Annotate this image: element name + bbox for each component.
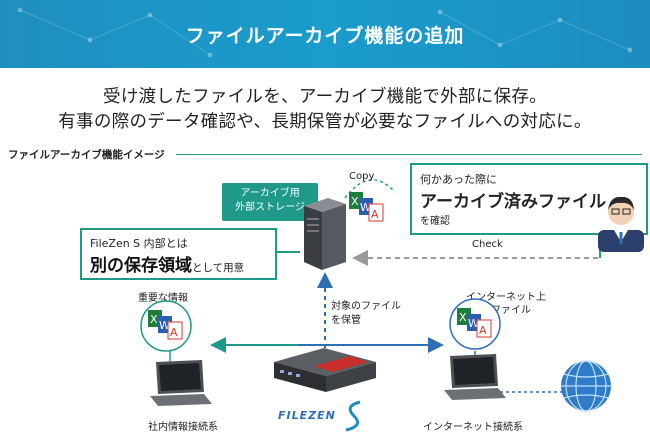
- laptop-icon: [444, 354, 506, 400]
- target-file-label-line1: 対象のファイル: [331, 301, 401, 312]
- header-banner: ファイルアーカイブ機能の追加: [0, 0, 650, 68]
- pdf-icon: [476, 319, 492, 338]
- filezen-logo: FILEZEN: [278, 400, 361, 432]
- globe-icon: [561, 360, 611, 412]
- logo-text: FILEZEN: [278, 409, 336, 422]
- target-file-label-line2: を保管: [331, 315, 361, 326]
- internal-callout-line1: FileZen S 内部とは: [90, 237, 188, 250]
- pdf-icon: [167, 321, 183, 340]
- important-info-label: 重要な情報: [138, 293, 188, 304]
- svg-text:A: A: [170, 326, 178, 339]
- internal-callout-tail: として用意: [192, 262, 245, 274]
- internal-storage-callout: FileZen S 内部とは 別の保存領域として用意: [80, 228, 277, 280]
- internet-files-circle: X W A: [449, 298, 501, 350]
- lead-line-1: 受け渡したファイルを、アーカイブ機能で外部に保存。: [103, 87, 547, 107]
- important-files-circle: X W A: [140, 300, 192, 352]
- svg-text:X: X: [351, 195, 359, 208]
- svg-text:W: W: [159, 319, 170, 332]
- svg-text:W: W: [468, 317, 479, 330]
- internal-network-label: 社内情報接続系: [148, 422, 218, 433]
- svg-text:X: X: [150, 313, 158, 326]
- appliance-icon: [274, 348, 376, 392]
- laptop-icon: [150, 360, 212, 406]
- pdf-icon: [368, 203, 384, 222]
- check-label: Check: [472, 239, 503, 250]
- section-title: ファイルアーカイブ機能イメージ: [8, 149, 165, 161]
- svg-text:X: X: [459, 311, 467, 324]
- archived-files-callout: 何かあった際に アーカイブ済みファイル を確認: [410, 163, 648, 235]
- archive-storage-label: アーカイブ用 外部ストレージ: [222, 183, 318, 221]
- page-title: ファイルアーカイブ機能の追加: [185, 25, 465, 47]
- person-icon: [598, 196, 644, 252]
- archive-callout-line1: 何かあった際に: [420, 173, 497, 186]
- lead-line-2: 有事の際のデータ確認や、長期保管が必要なファイルへの対応に。: [58, 112, 592, 132]
- internet-connection-label: インターネット接続系: [423, 422, 523, 433]
- archive-storage-label-line2: 外部ストレージ: [235, 202, 305, 213]
- archive-callout-emph: アーカイブ済みファイル: [420, 192, 606, 212]
- internet-file-label-line1: インターネット上: [466, 292, 546, 303]
- svg-text:A: A: [479, 324, 487, 337]
- internal-callout-emph: 別の保存領域: [90, 256, 192, 276]
- archive-storage-label-line1: アーカイブ用: [240, 188, 300, 199]
- svg-text:A: A: [371, 208, 379, 221]
- copy-label: Copy: [349, 171, 375, 182]
- internet-file-label-line2: のファイル: [481, 305, 531, 316]
- network-pattern-decoration: [17, 7, 633, 58]
- archive-callout-tail: を確認: [420, 216, 450, 227]
- section-divider: [176, 154, 642, 155]
- copied-files-icons: X W A: [349, 192, 384, 222]
- server-icon: [304, 198, 346, 270]
- svg-text:W: W: [360, 201, 371, 214]
